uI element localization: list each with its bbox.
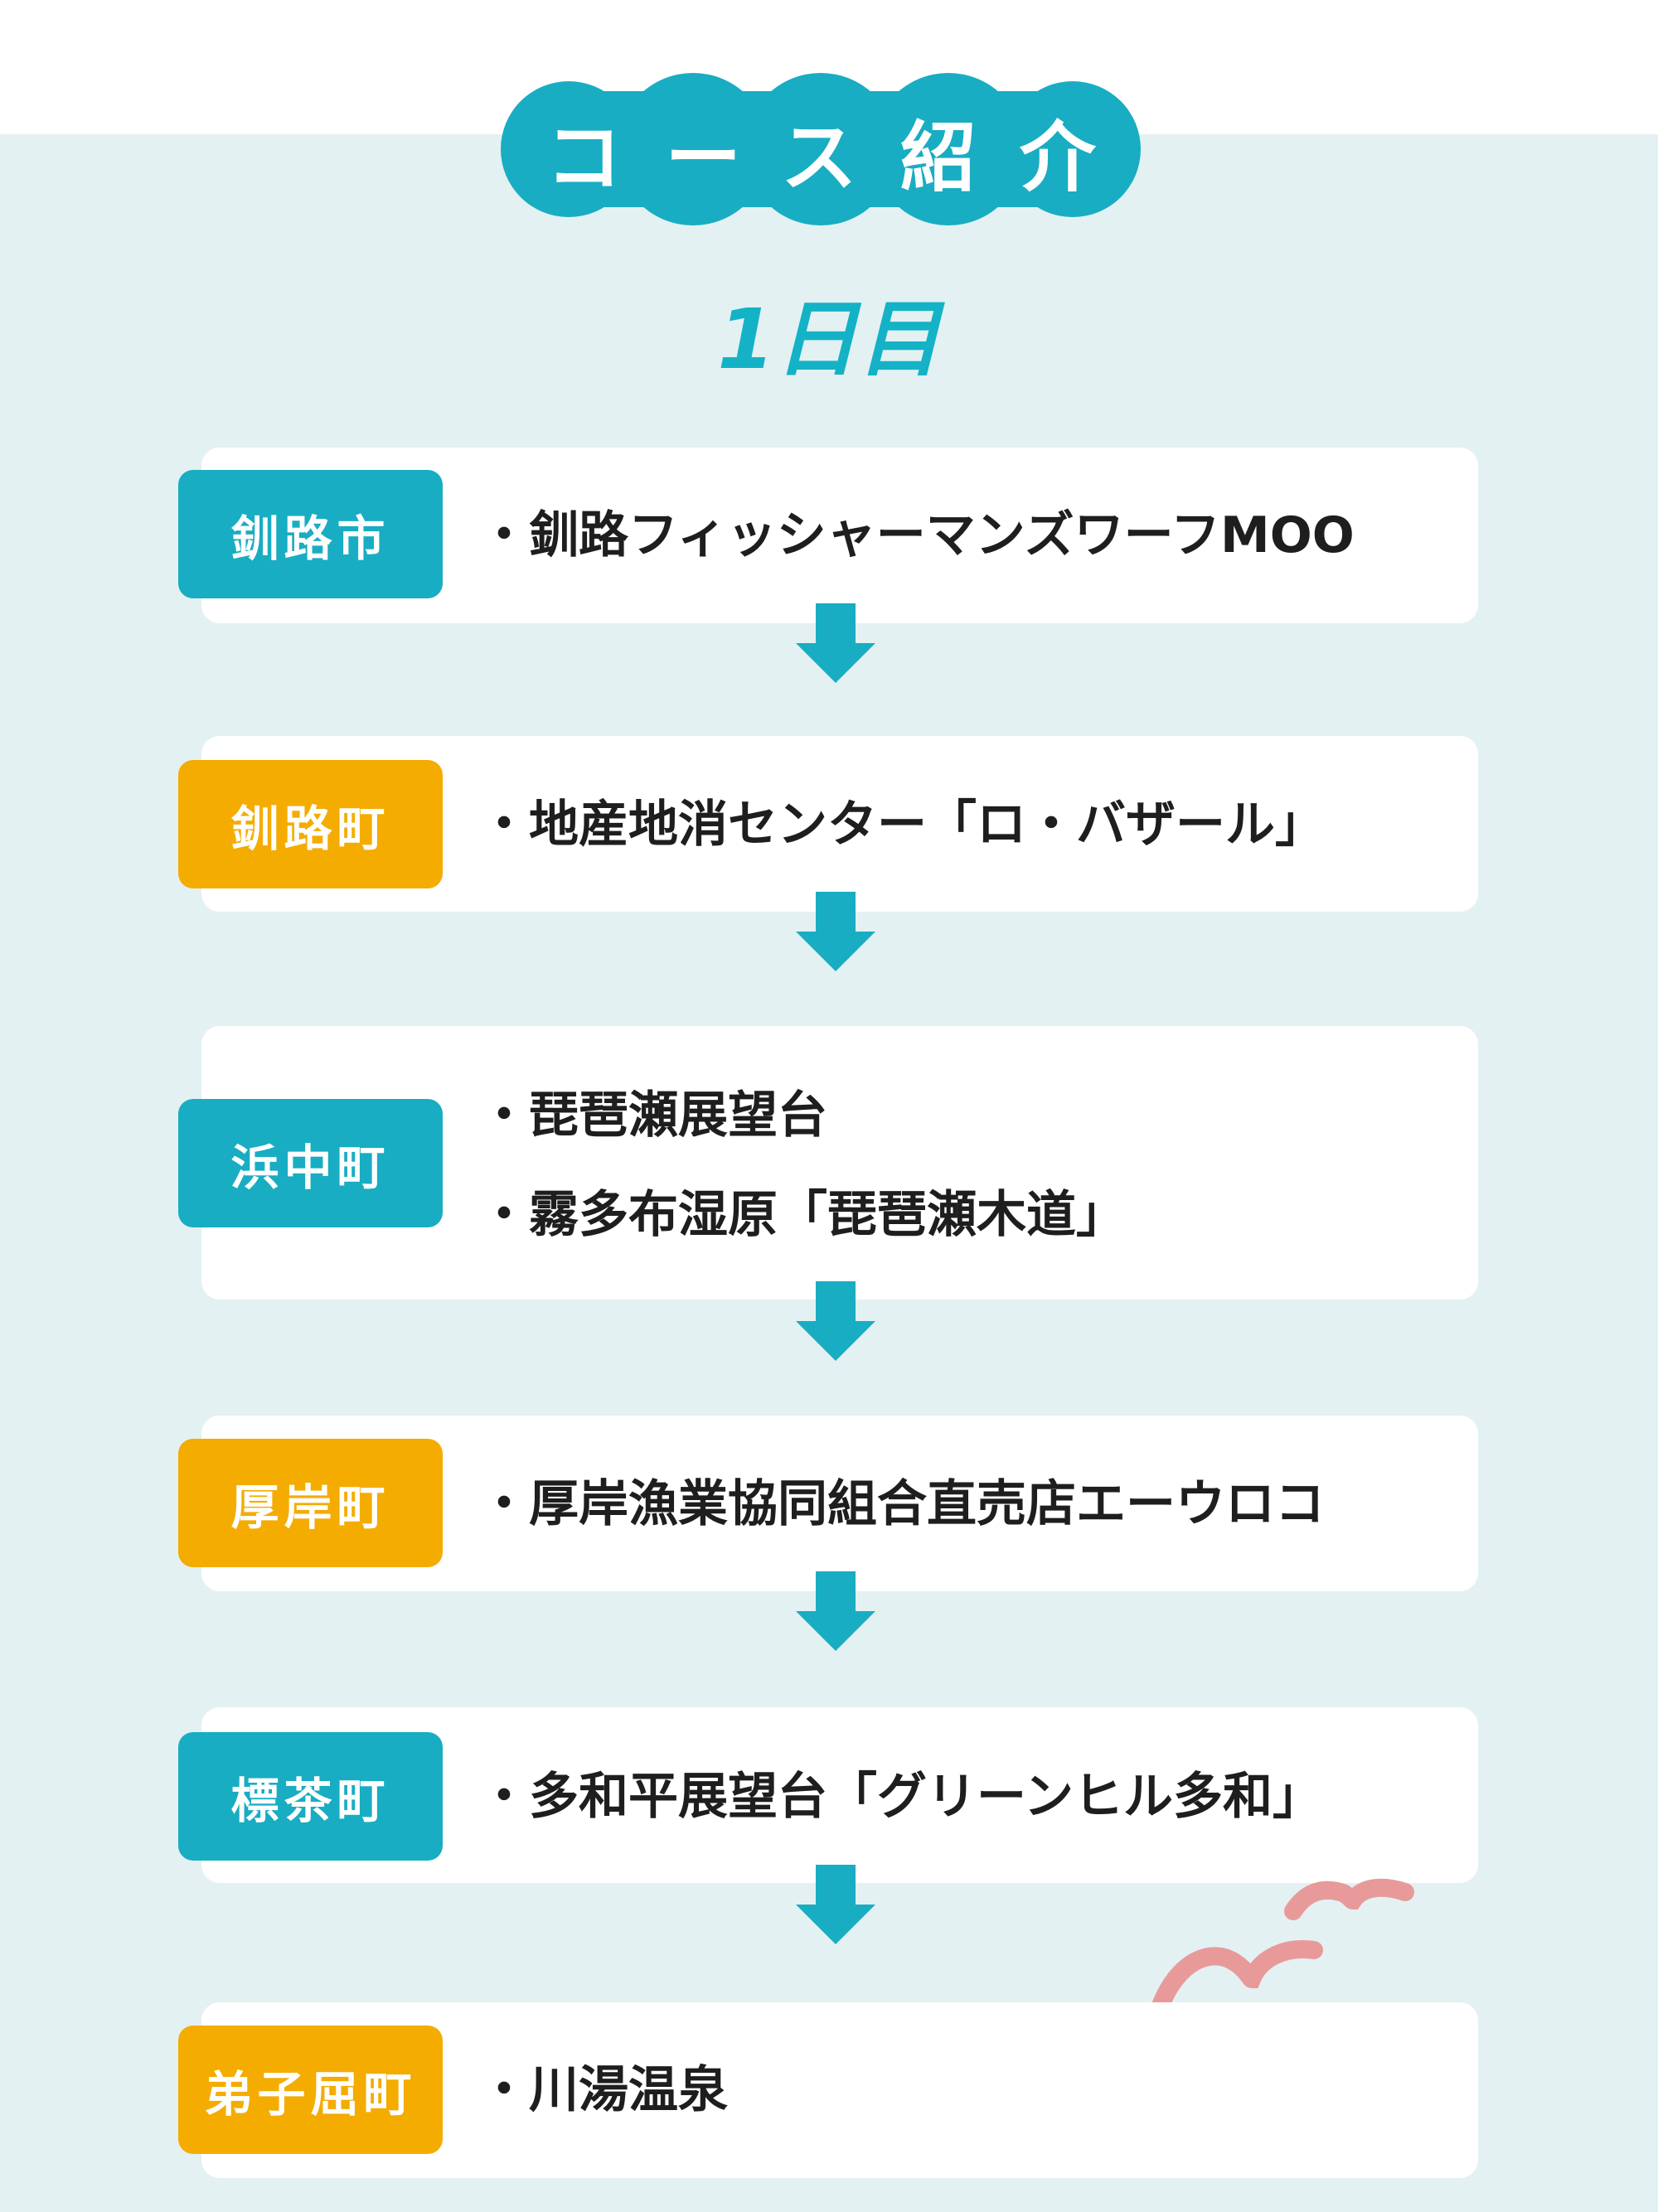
town-tag: 釧路市 [178, 470, 443, 598]
day-label: 1日目 [717, 291, 941, 388]
town-tag: 標茶町 [178, 1732, 443, 1861]
town-tag: 厚岸町 [178, 1439, 443, 1567]
spot-name: ・厚岸漁業協同組合直売店エーウロコ [479, 1475, 1325, 1533]
spot-name: ・琵琶瀬展望台 [479, 1087, 827, 1145]
title-cloud-badge [501, 73, 1141, 225]
spot-name: ・地産地消センター「ロ・バザール」 [479, 796, 1325, 854]
down-arrow-icon [796, 1571, 875, 1651]
down-arrow-icon [796, 603, 875, 683]
down-arrow-icon [796, 1281, 875, 1361]
town-tag: 弟子屈町 [178, 2026, 443, 2154]
seagulls-icon [1151, 1878, 1414, 2015]
town-tag: 釧路町 [178, 760, 443, 888]
down-arrow-icon [796, 892, 875, 971]
spot-name: ・釧路フィッシャーマンズワーフMOO [479, 506, 1355, 564]
course-title: コース紹介 [545, 113, 1139, 202]
town-tag: 浜中町 [178, 1099, 443, 1227]
spot-name: ・多和平展望台「グリーンヒル多和」 [479, 1768, 1322, 1826]
spot-name: ・霧多布湿原「琵琶瀬木道」 [479, 1186, 1126, 1244]
spot-name: ・川湯温泉 [479, 2061, 728, 2119]
down-arrow-icon [796, 1865, 875, 1944]
